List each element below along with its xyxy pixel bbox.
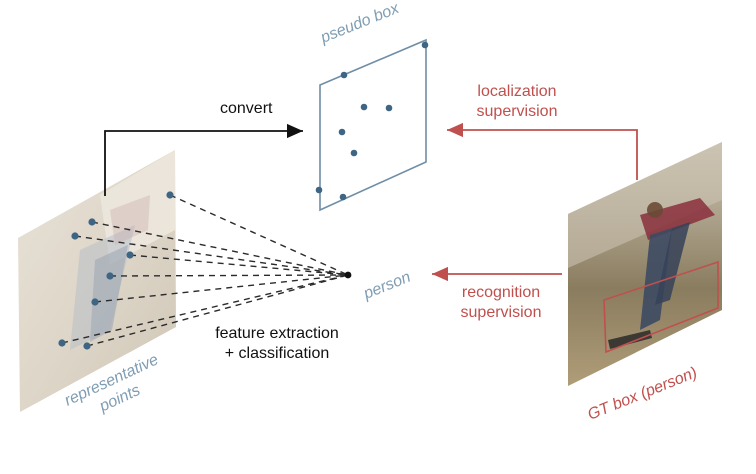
feature-line-2: + classification (224, 345, 330, 362)
convert-arrow (104, 123, 303, 196)
feature-extraction-label: feature extraction + classification (196, 324, 358, 364)
recognition-line-2: supervision (460, 304, 542, 321)
person-target-point (344, 271, 352, 279)
left-person-image (18, 150, 176, 412)
convert-label: convert (220, 100, 273, 117)
feature-line-1: feature extraction (215, 325, 339, 342)
feature-lines (61, 194, 349, 347)
localization-label: localization supervision (452, 82, 582, 122)
localization-arrow (447, 122, 638, 180)
recognition-label: recognition supervision (436, 283, 566, 323)
localization-line-2: supervision (476, 103, 558, 120)
recognition-line-1: recognition (461, 284, 541, 301)
representative-points (58, 191, 174, 350)
pseudo-box (315, 38, 429, 212)
gt-person-image (568, 142, 722, 386)
localization-line-1: localization (477, 83, 557, 100)
